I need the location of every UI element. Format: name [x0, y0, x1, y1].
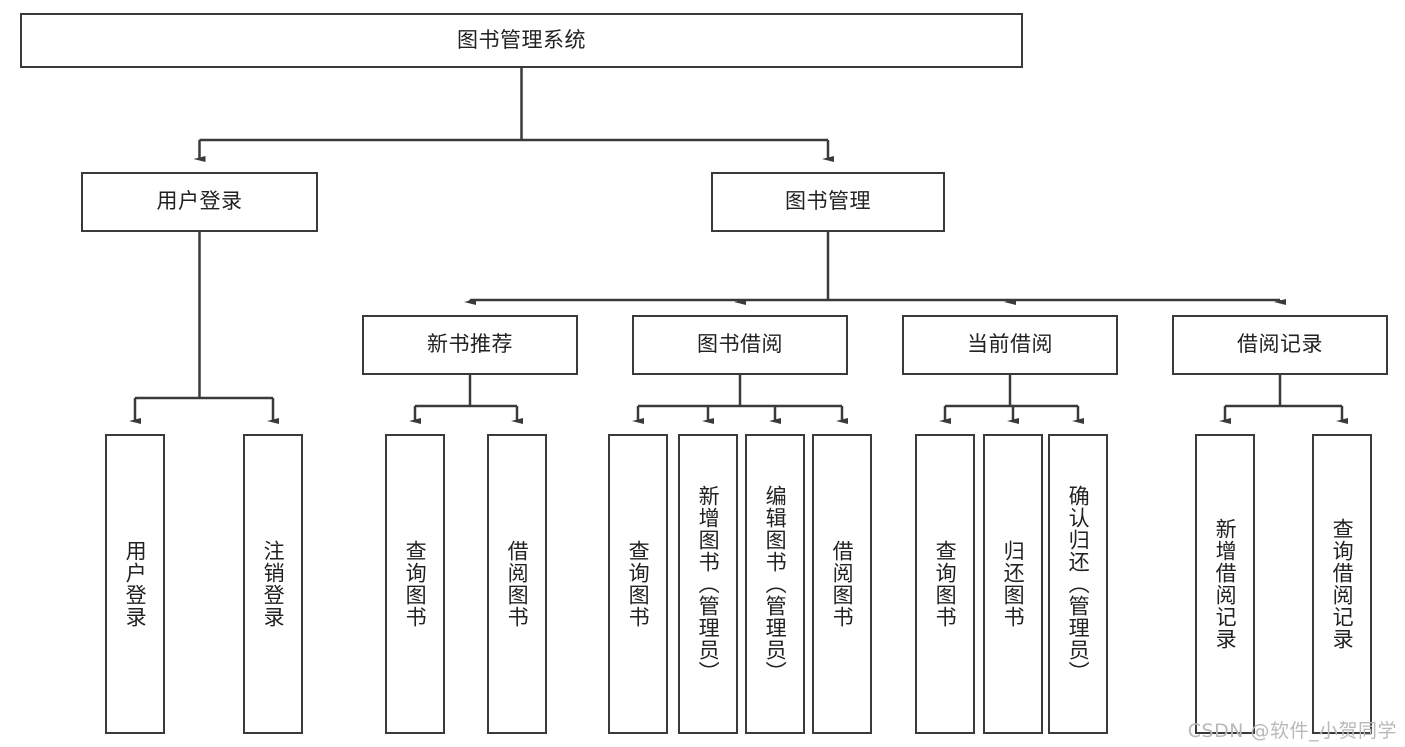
node-newbook[interactable]: 新书推荐 — [362, 315, 578, 375]
node-label: 借阅图书 — [830, 540, 855, 628]
node-b1[interactable]: 查询图书 — [608, 434, 668, 734]
node-label: 确认归还（管理员） — [1066, 485, 1091, 683]
node-n1[interactable]: 查询图书 — [385, 434, 445, 734]
watermark-label: CSDN @软件_小贺同学 — [1187, 720, 1397, 742]
node-c3[interactable]: 确认归还（管理员） — [1048, 434, 1108, 734]
node-r1[interactable]: 新增借阅记录 — [1195, 434, 1255, 734]
node-label: 查询借阅记录 — [1330, 518, 1355, 650]
node-r2[interactable]: 查询借阅记录 — [1312, 434, 1372, 734]
node-label: 编辑图书（管理员） — [763, 485, 788, 683]
node-root[interactable]: 图书管理系统 — [20, 13, 1023, 68]
node-label: 借阅图书 — [505, 540, 530, 628]
node-label: 查询图书 — [626, 540, 651, 628]
node-b4[interactable]: 借阅图书 — [812, 434, 872, 734]
node-label: 当前借阅 — [967, 332, 1053, 357]
node-l1[interactable]: 用户登录 — [105, 434, 165, 734]
node-label: 用户登录 — [156, 189, 243, 214]
node-current[interactable]: 当前借阅 — [902, 315, 1118, 375]
node-label: 查询图书 — [403, 540, 428, 628]
node-login[interactable]: 用户登录 — [81, 172, 318, 232]
node-l2[interactable]: 注销登录 — [243, 434, 303, 734]
node-label: 注销登录 — [261, 540, 286, 628]
node-borrow[interactable]: 图书借阅 — [632, 315, 848, 375]
node-label: 新增借阅记录 — [1213, 518, 1238, 650]
node-n2[interactable]: 借阅图书 — [487, 434, 547, 734]
node-label: 借阅记录 — [1237, 332, 1323, 357]
node-c2[interactable]: 归还图书 — [983, 434, 1043, 734]
node-record[interactable]: 借阅记录 — [1172, 315, 1388, 375]
node-bookmgmt[interactable]: 图书管理 — [711, 172, 945, 232]
node-label: 新书推荐 — [427, 332, 513, 357]
node-label: 图书管理 — [785, 189, 871, 214]
node-c1[interactable]: 查询图书 — [915, 434, 975, 734]
node-label: 图书管理系统 — [457, 27, 586, 52]
node-label: 新增图书（管理员） — [696, 485, 721, 683]
node-label: 图书借阅 — [697, 332, 783, 357]
node-b3[interactable]: 编辑图书（管理员） — [745, 434, 805, 734]
node-label: 归还图书 — [1001, 540, 1026, 628]
node-label: 查询图书 — [933, 540, 958, 628]
node-b2[interactable]: 新增图书（管理员） — [678, 434, 738, 734]
node-label: 用户登录 — [123, 540, 148, 628]
